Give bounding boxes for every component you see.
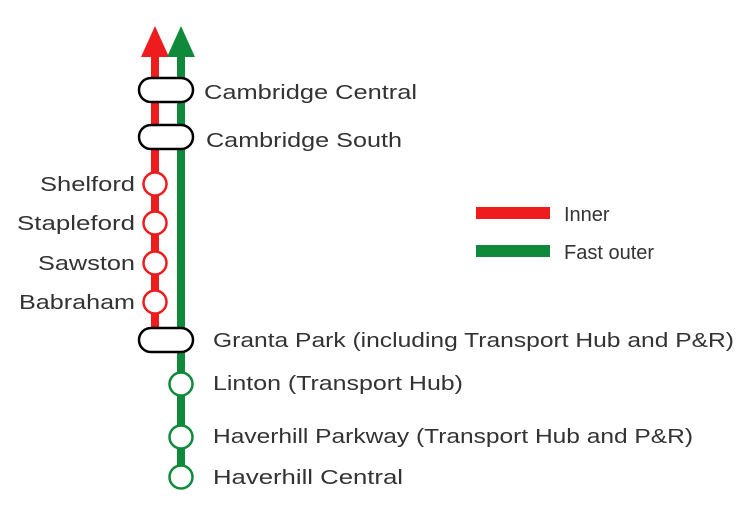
interchange-stations [137,76,195,354]
station-label-cambridge-central: Cambridge Central [204,82,417,104]
station-marker-cambridge-south [137,123,195,151]
station-label-haverhill-parkway: Haverhill Parkway (Transport Hub and P&R… [213,426,693,448]
legend: Inner Fast outer [476,204,654,264]
inner-line-arrowhead [141,26,169,57]
legend-swatch-inner [476,207,550,219]
station-marker-granta-park [137,326,195,354]
station-marker-linton [168,371,194,397]
station-label-granta-park: Granta Park (including Transport Hub and… [213,330,734,352]
station-marker-haverhill-parkway [168,424,194,450]
left-station-labels: Shelford Stapleford Sawston Babraham [17,174,135,314]
outer-line-arrowhead [167,26,195,57]
station-label-sawston: Sawston [38,253,135,275]
station-marker-babraham [142,289,168,315]
station-marker-shelford [142,171,168,197]
station-label-stapleford: Stapleford [17,213,135,235]
station-label-shelford: Shelford [40,174,135,196]
station-marker-sawston [142,250,168,276]
legend-label-outer: Fast outer [564,242,654,264]
station-label-babraham: Babraham [19,292,135,314]
inner-stations [142,171,168,315]
legend-swatch-outer [476,245,550,257]
station-label-haverhill-central: Haverhill Central [213,467,403,489]
station-marker-stapleford [142,210,168,236]
station-label-linton: Linton (Transport Hub) [213,373,463,395]
station-label-cambridge-south: Cambridge South [206,130,402,152]
station-marker-cambridge-central [137,76,195,104]
legend-label-inner: Inner [564,204,610,226]
outer-stations [168,371,194,490]
right-station-labels: Cambridge Central Cambridge South Granta… [204,82,734,489]
station-marker-haverhill-central [168,464,194,490]
